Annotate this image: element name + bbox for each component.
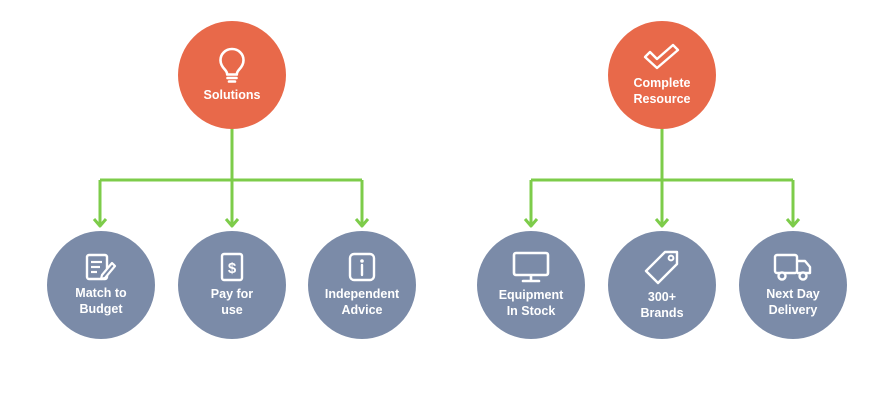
arrowhead [654, 218, 670, 228]
svg-text:$: $ [228, 260, 237, 277]
leaf-label: Equipment In Stock [498, 288, 564, 318]
arrowhead [354, 218, 370, 228]
monitor-icon [512, 251, 550, 283]
leaf-node-pay-for-use: $ Pay for use [178, 231, 286, 339]
leaf-node-next-day-delivery: Next Day Delivery [739, 231, 847, 339]
connector-group-solutions [92, 128, 370, 228]
leaf-label: 300+ Brands [640, 290, 684, 320]
leaf-node-match-to-budget: Match to Budget [47, 231, 155, 339]
delivery-truck-icon [773, 253, 812, 281]
leaf-node-equipment-in-stock: Equipment In Stock [477, 231, 585, 339]
leaf-label: Next Day Delivery [766, 287, 820, 317]
document-edit-icon [85, 253, 117, 281]
arrowhead [523, 218, 539, 228]
lightbulb-icon [219, 47, 245, 83]
arrowhead [92, 218, 108, 228]
checkmark-icon [643, 43, 680, 70]
info-box-icon [348, 252, 376, 282]
price-tag-icon [644, 250, 679, 285]
leaf-node-independent-advice: Independent Advice [308, 231, 416, 339]
leaf-node-300-brands: 300+ Brands [608, 231, 716, 339]
arrowhead [785, 218, 801, 228]
arrowhead [224, 218, 240, 228]
root-label: Solutions [203, 88, 261, 102]
root-node-complete-resource: Complete Resource [608, 21, 716, 129]
root-label: Complete Resource [633, 76, 691, 106]
leaf-label: Match to Budget [75, 286, 127, 316]
leaf-label: Pay for use [210, 287, 254, 317]
connector-group-complete-resource [523, 128, 801, 228]
root-node-solutions: Solutions [178, 21, 286, 129]
dollar-card-icon: $ [220, 252, 244, 282]
leaf-label: Independent Advice [324, 287, 400, 317]
